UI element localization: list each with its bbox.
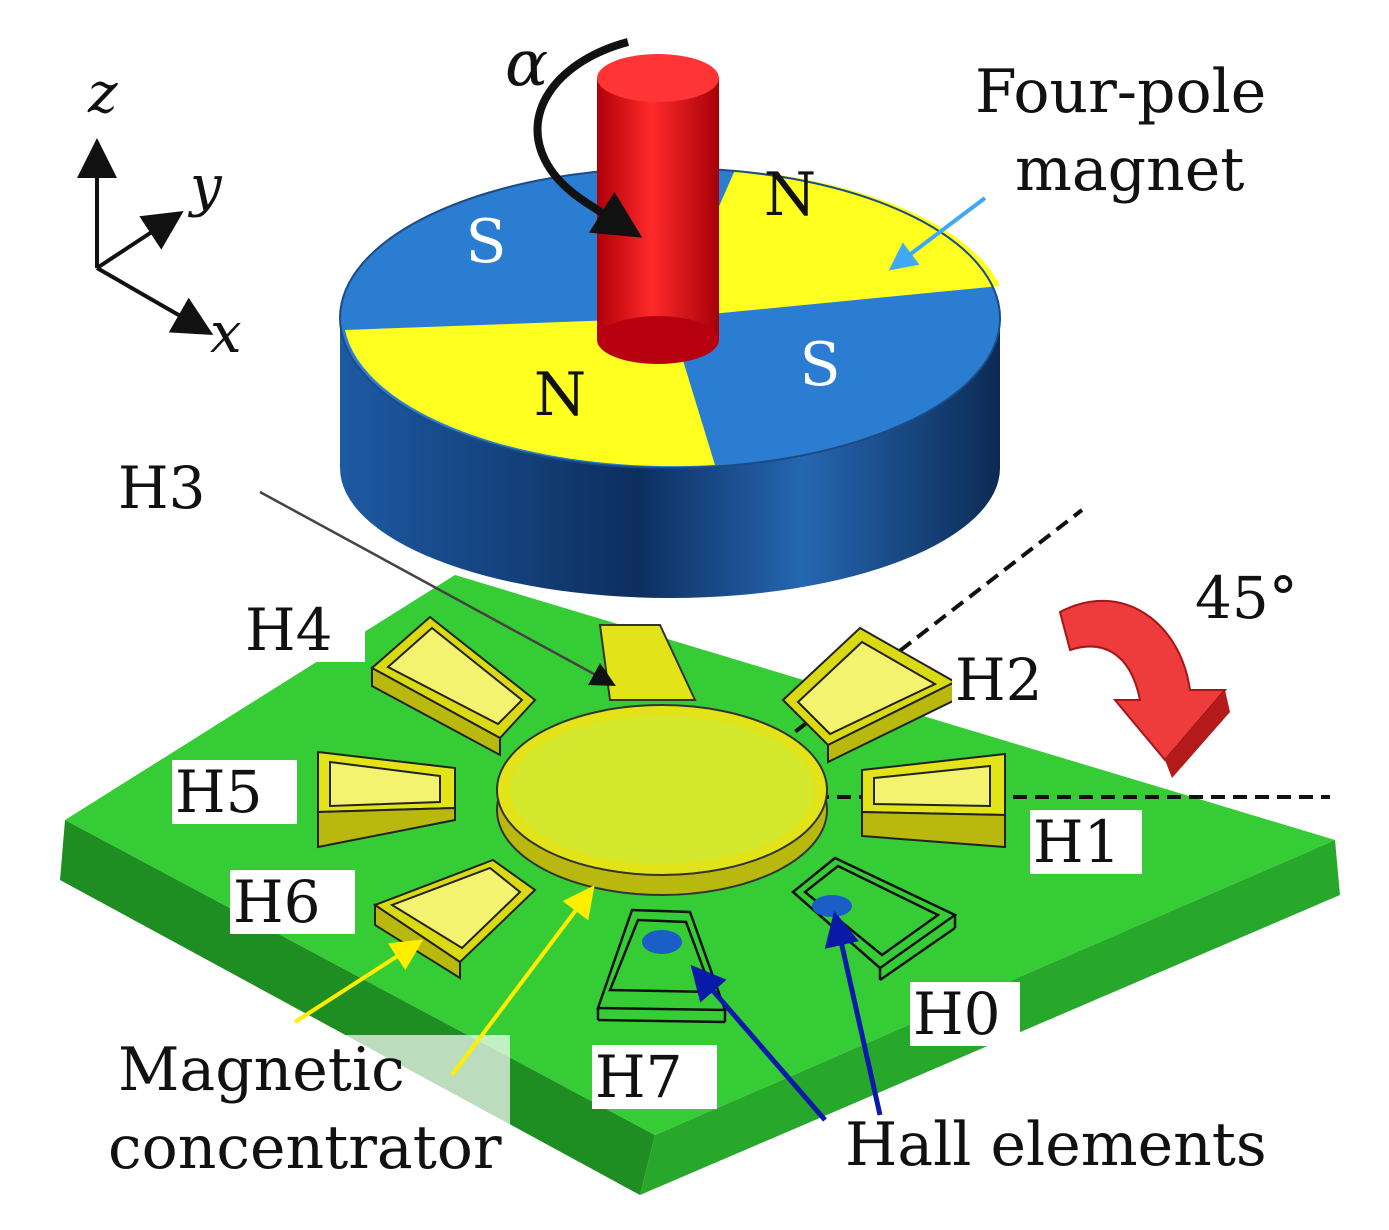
axis-z-label: z — [87, 61, 118, 126]
rotation-alpha-symbol: α — [505, 27, 548, 101]
pad-h5 — [317, 750, 456, 849]
concentrator-pads — [317, 615, 1006, 980]
angle-label: 45° — [1195, 564, 1298, 632]
rotation-45-arrow — [1058, 599, 1228, 762]
label-h0: H0 — [913, 980, 1000, 1048]
hall-elements-label: Hall elements — [845, 1110, 1267, 1180]
concentrator-label-line2: concentrator — [108, 1113, 502, 1183]
pad-h1 — [861, 752, 1006, 849]
rotating-shaft — [597, 54, 719, 364]
pole-s-left: S — [465, 207, 506, 277]
hall-pointer-h7 — [690, 964, 827, 1122]
leader-h3 — [259, 490, 616, 686]
pole-n-top: N — [764, 160, 817, 230]
concentrator-pointer-pad — [293, 939, 424, 1024]
magnet-label-line2: magnet — [1015, 135, 1244, 205]
axis-x-label: x — [210, 301, 242, 366]
label-h5: H5 — [175, 758, 262, 826]
pole-n-bottom: N — [534, 360, 587, 430]
concentrator-pointer-disk — [450, 885, 595, 1077]
pole-s-right: S — [799, 330, 840, 400]
label-h1: H1 — [1033, 808, 1120, 876]
label-h2: H2 — [955, 646, 1042, 714]
rotation-alpha-arrow — [533, 38, 643, 238]
magnet-label-line1: Four-pole — [975, 57, 1266, 127]
reference-line-45deg — [776, 508, 1084, 747]
label-h3: H3 — [118, 454, 205, 522]
label-h4: H4 — [245, 596, 332, 664]
pad-h2 — [781, 626, 958, 764]
concentrator-label-line1: Magnetic — [118, 1035, 405, 1105]
hall-element-h7 — [642, 930, 682, 954]
magnetic-concentrator — [496, 624, 828, 896]
pad-h4 — [370, 615, 537, 757]
label-h7: H7 — [595, 1043, 682, 1111]
label-h6: H6 — [233, 868, 320, 936]
magnet-quadrant-n-top — [670, 170, 1000, 318]
hall-element-h0 — [812, 895, 852, 917]
axis-y-label: y — [187, 154, 223, 219]
coordinate-axes — [77, 138, 214, 335]
hall-pointer-h0 — [824, 910, 883, 1116]
magnet-pointer-arrow — [888, 196, 987, 271]
